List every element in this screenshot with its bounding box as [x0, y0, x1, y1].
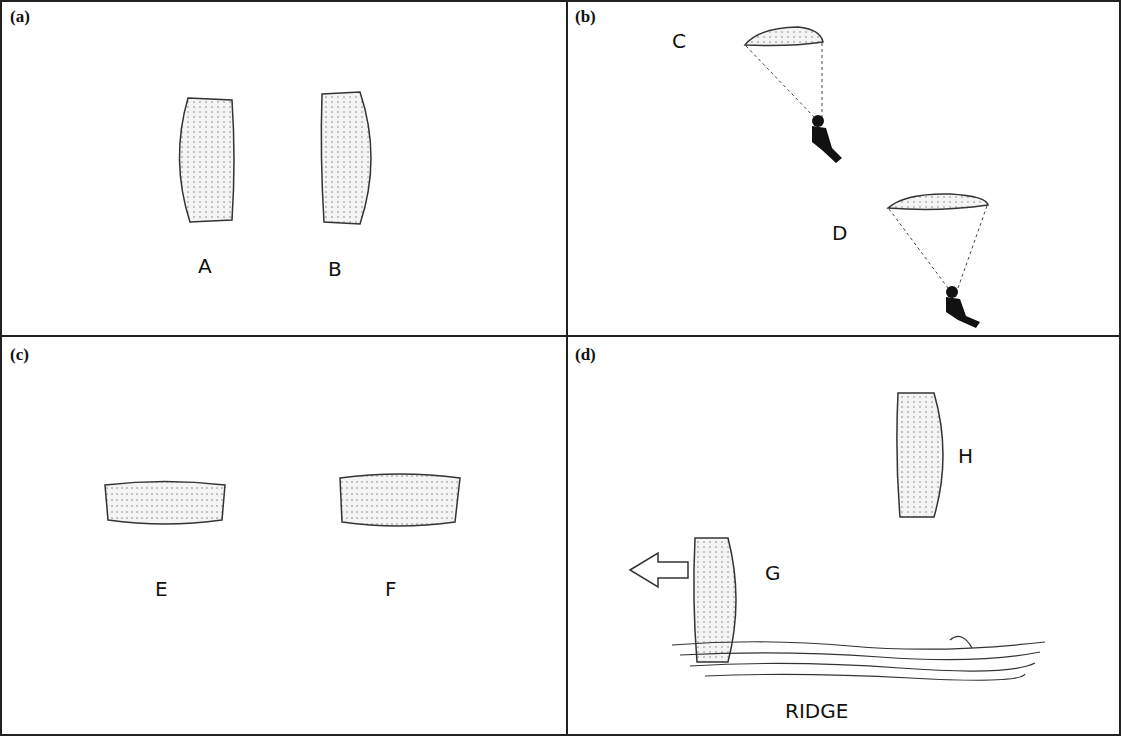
- part-letter: F: [385, 578, 397, 600]
- panel-label: (d): [575, 346, 596, 365]
- part-letter: H: [958, 445, 973, 467]
- part-letter: D: [832, 222, 847, 244]
- canopy: [179, 98, 234, 222]
- canopy: [321, 92, 371, 224]
- panel-label: (a): [10, 8, 30, 27]
- canopy: [897, 393, 943, 517]
- part-letter: E: [155, 578, 168, 600]
- canopy: [340, 474, 460, 526]
- direction-arrow: [630, 553, 688, 587]
- pilot: [812, 115, 980, 328]
- part-letter: B: [328, 258, 342, 280]
- canopy: [888, 194, 988, 210]
- part-letter: A: [198, 255, 212, 277]
- canopy: [105, 482, 225, 525]
- ridge: [672, 636, 1045, 680]
- canopy: [745, 27, 823, 46]
- part-letter: G: [765, 562, 781, 584]
- part-letter: C: [672, 30, 686, 52]
- panel-label: (b): [575, 8, 596, 27]
- panel-label: (c): [10, 346, 29, 365]
- suspension-lines: [746, 43, 987, 288]
- terrain-label: RIDGE: [785, 700, 848, 722]
